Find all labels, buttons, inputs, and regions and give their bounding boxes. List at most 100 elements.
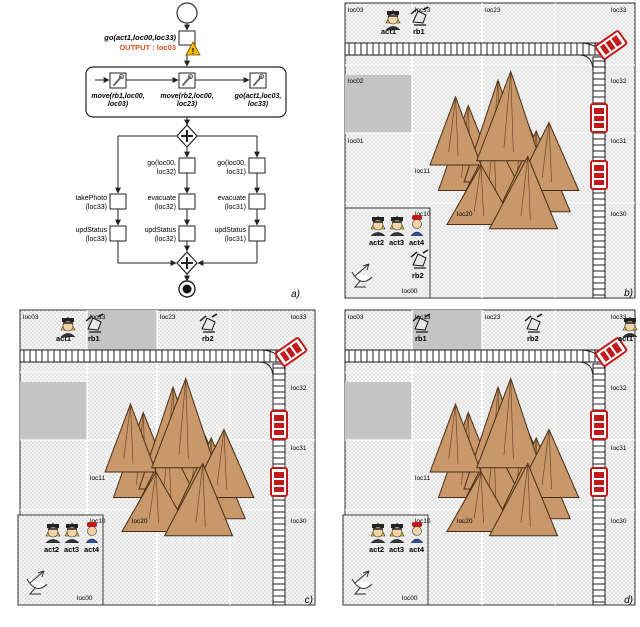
grid-cell-label: loc10 xyxy=(90,518,106,525)
branch-task-1: takePhoto (loc33) xyxy=(75,193,127,211)
panel-label-d: d) xyxy=(624,595,633,606)
branch-task-2: evacuate (loc32) xyxy=(148,193,196,211)
update-status-label: updStatus xyxy=(144,227,176,234)
panel-label-b: b) xyxy=(624,288,633,299)
grid-cell-label: loc33 xyxy=(611,314,627,321)
act3-actor-icon xyxy=(389,215,405,237)
move-task-2: move(rb2,loc00,loc23) xyxy=(160,72,214,108)
grid-cell-label: loc32 xyxy=(611,385,627,392)
branch-go-task-2: go(loc00,loc31) xyxy=(217,157,266,176)
branch-task-label: evacuate xyxy=(148,195,177,202)
parallel-split-gateway xyxy=(176,124,198,148)
act3-actor-icon xyxy=(64,522,80,544)
update-status-label: updStatus xyxy=(75,227,107,234)
grid-cell-label: loc23 xyxy=(485,314,501,321)
robot-label: rb2 xyxy=(527,334,539,343)
grid-cell-label: loc20 xyxy=(457,518,473,525)
robot-label: rb1 xyxy=(88,334,100,343)
branch-task-label: (loc32) xyxy=(155,204,176,211)
robot-label: rb2 xyxy=(202,334,214,343)
robot-label: rb1 xyxy=(415,334,427,343)
grid-cell-label: loc32 xyxy=(291,385,307,392)
grid-cell-label: loc30 xyxy=(611,211,627,218)
act2-actor-icon xyxy=(45,522,61,544)
goal-task-box xyxy=(178,30,196,46)
act1-actor-icon xyxy=(60,316,76,338)
act2-actor-icon xyxy=(370,522,386,544)
act4-actor-icon xyxy=(410,522,424,544)
branch-go-label: go(loc00, xyxy=(147,160,176,167)
branch-task-3: evacuate(loc31) xyxy=(218,193,266,211)
actor-label: act3 xyxy=(389,545,404,554)
act4-actor-icon xyxy=(410,215,424,237)
branch-task-label: (loc31) xyxy=(225,204,246,211)
rb2-robot-icon xyxy=(199,313,218,333)
grid-cell-label: loc11 xyxy=(415,168,430,175)
train-car-icon xyxy=(270,410,288,440)
grid-cell-label: loc23 xyxy=(485,7,501,14)
act1-actor-icon xyxy=(385,9,401,31)
grid-map-b: loc03 loc13 loc23 loc33 loc02 loc32 loc01 loc11… xyxy=(344,2,636,299)
workflow-panel: go(act1,loc00,loc33) OUTPUT : loc03 ! mo… xyxy=(75,2,300,300)
train-car-icon xyxy=(594,30,628,60)
grid-cell-label: loc00 xyxy=(77,595,93,602)
branch-task-label: takePhoto xyxy=(75,195,107,202)
update-status-task-2: updStatus(loc32) xyxy=(144,225,196,243)
grid-cell-label: loc32 xyxy=(611,78,627,85)
actor-label: act1 xyxy=(618,334,633,343)
train-car-icon xyxy=(590,410,608,440)
actor-label: act2 xyxy=(44,545,59,554)
rb1-robot-icon xyxy=(410,6,429,26)
grid-cell-label: loc30 xyxy=(291,518,307,525)
act4-actor-icon xyxy=(85,522,99,544)
rb1-robot-icon xyxy=(85,313,104,333)
grid-cell-label: loc03 xyxy=(348,7,364,14)
actor-label: act4 xyxy=(409,238,425,247)
train-car-icon xyxy=(274,337,308,367)
move-task-label: move(rb2,loc00, xyxy=(160,93,213,100)
robot-label: rb2 xyxy=(412,271,424,280)
branch-task-label: (loc33) xyxy=(86,204,107,211)
grid-cell-label: loc13 xyxy=(415,7,431,14)
mountain-range-icon xyxy=(429,69,580,230)
train-car-icon xyxy=(594,337,628,367)
grid-cell-label: loc00 xyxy=(402,288,418,295)
update-status-task-1: updStatus (loc33) xyxy=(75,225,127,243)
satellite-dish-icon xyxy=(351,570,373,595)
mountain-range-icon xyxy=(104,376,255,537)
train-car-icon xyxy=(590,103,608,133)
goal-task-label: go(act1,loc00,loc33) xyxy=(103,33,176,42)
parallel-join-gateway xyxy=(176,251,198,275)
move-task-label: loc03) xyxy=(108,101,129,108)
actor-label: act1 xyxy=(381,27,396,36)
svg-text:!: ! xyxy=(192,47,195,56)
rb2-robot-icon xyxy=(524,313,543,333)
grid-cell-label: loc31 xyxy=(611,138,627,145)
warning-icon: ! xyxy=(185,41,201,56)
mountain-range-icon xyxy=(429,376,580,537)
update-status-label: (loc33) xyxy=(86,236,107,243)
grid-cell-label: loc10 xyxy=(415,211,431,218)
output-label: OUTPUT : loc03 xyxy=(119,43,176,52)
branch-go-label: go(loc00, xyxy=(217,160,246,167)
rb1-robot-icon xyxy=(412,313,431,333)
robot-label: rb1 xyxy=(413,27,425,36)
actor-label: act4 xyxy=(409,545,425,554)
move-task-label: loc23) xyxy=(177,101,198,108)
wrench-icon xyxy=(113,73,125,86)
update-status-label: updStatus xyxy=(214,227,246,234)
end-node xyxy=(178,280,196,298)
move-task-3: go(act1,loc03,loc33) xyxy=(234,72,281,108)
wrench-icon xyxy=(253,73,265,86)
grid-cell-label: loc33 xyxy=(611,7,627,14)
start-node xyxy=(176,2,198,24)
satellite-dish-icon xyxy=(26,570,48,595)
grid-cell-label: loc03 xyxy=(348,314,364,321)
grid-cell-label: loc20 xyxy=(132,518,148,525)
grid-cell-label: loc01 xyxy=(348,138,364,145)
grid-cell-label: loc02 xyxy=(348,78,364,85)
update-status-task-3: updStatus(loc31) xyxy=(214,225,266,243)
actor-label: act4 xyxy=(84,545,100,554)
